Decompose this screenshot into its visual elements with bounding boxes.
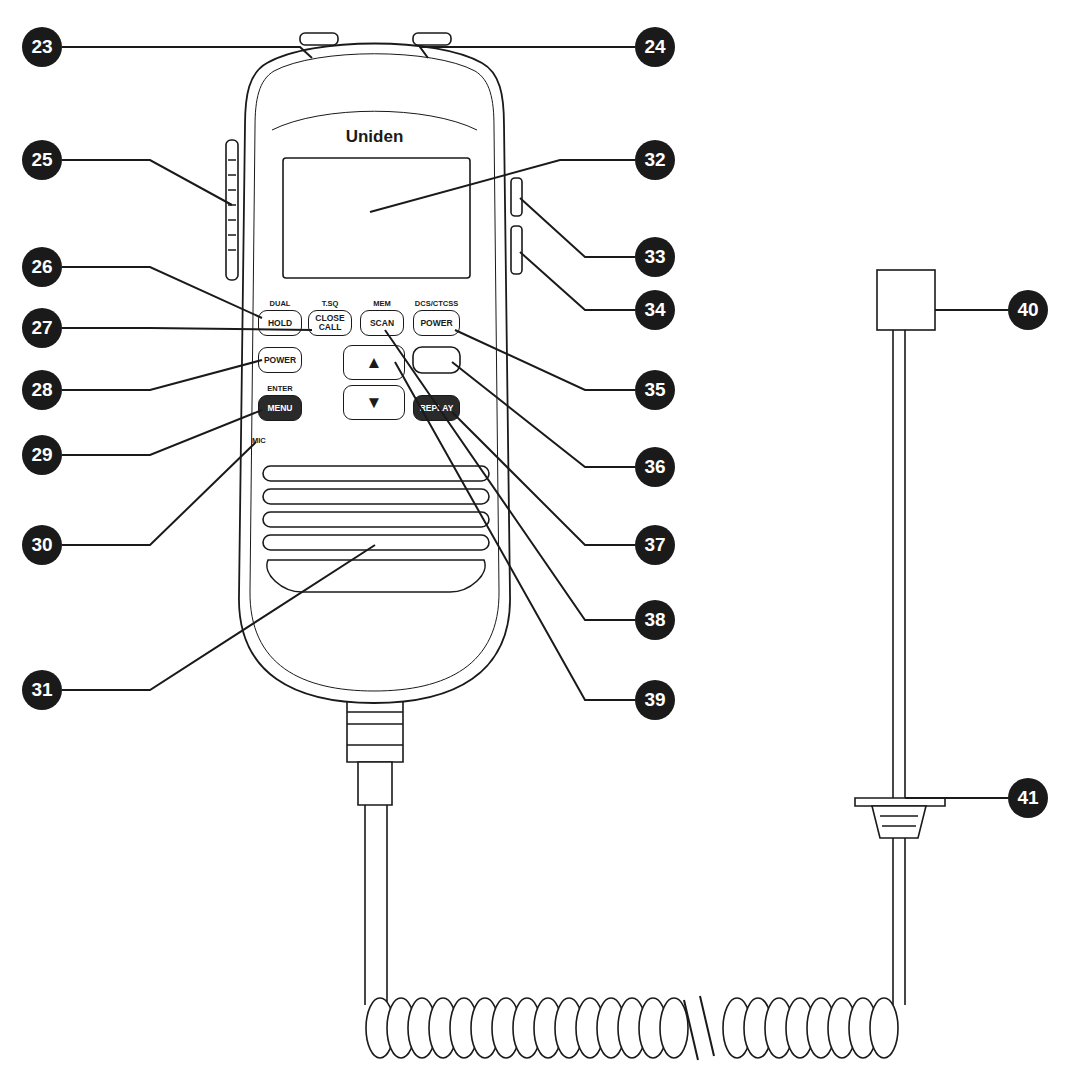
callout-number: 40	[1008, 290, 1048, 330]
leader-line	[905, 797, 1008, 799]
handset-button: ▼	[343, 385, 405, 420]
leader-line	[62, 47, 312, 58]
brand-name: Uniden	[232, 127, 517, 147]
handset-button: T.SQCLOSE CALL	[308, 310, 352, 336]
callout-number: 26	[22, 247, 62, 287]
handset-bevel	[250, 54, 499, 691]
callout-number: 27	[22, 308, 62, 348]
top-button	[300, 33, 338, 45]
handset-button: DCS/CTCSSPOWER	[413, 310, 460, 336]
cord-collar	[347, 695, 403, 762]
strain-relief-flange	[855, 798, 945, 806]
callout-number: 28	[22, 370, 62, 410]
handset-button: MEMSCAN	[360, 310, 404, 336]
callout-number: 38	[635, 600, 675, 640]
function-label: T.SQ	[303, 299, 357, 308]
leader-line	[62, 47, 1008, 798]
button-label: POWER	[414, 311, 459, 335]
callout-number: 41	[1008, 778, 1048, 818]
button-label: REPLAY	[414, 396, 459, 420]
cord	[893, 330, 905, 1005]
button-label: ▲	[344, 346, 404, 379]
callout-number: 33	[635, 237, 675, 277]
leader-line	[62, 410, 262, 455]
callout-number: 29	[22, 435, 62, 475]
callout-number: 32	[635, 140, 675, 180]
leader-line	[520, 198, 635, 257]
callout-number: 37	[635, 525, 675, 565]
callout-number: 39	[635, 680, 675, 720]
handset-body: DUALHOLDT.SQCLOSE CALLMEMSCANDCS/CTCSSPO…	[232, 35, 517, 705]
side-button	[511, 226, 522, 274]
coiled-cord	[366, 996, 898, 1060]
function-label: ENTER	[253, 384, 307, 393]
cord-loop	[870, 998, 898, 1058]
button-label: POWER	[259, 348, 301, 372]
callout-number: 30	[22, 525, 62, 565]
handset-button: POWER	[258, 347, 302, 373]
button-label: CLOSE CALL	[309, 311, 351, 335]
leader-line	[520, 252, 635, 310]
connector-plug	[877, 270, 935, 330]
callout-number: 24	[635, 27, 675, 67]
mic-label: MIC	[252, 436, 266, 445]
side-button	[511, 178, 522, 216]
callout-number: 34	[635, 290, 675, 330]
ptt-button	[226, 140, 238, 280]
handset-button: ENTERMENU	[258, 395, 302, 421]
function-label: DCS/CTCSS	[408, 299, 465, 308]
function-label: DUAL	[253, 299, 307, 308]
cord-loop	[660, 998, 688, 1058]
button-label: ▼	[344, 386, 404, 419]
strain-relief	[872, 806, 926, 838]
cord-boot	[358, 762, 392, 805]
callout-number: 23	[22, 27, 62, 67]
leader-line	[62, 360, 262, 390]
callout-number: 35	[635, 370, 675, 410]
callout-number: 31	[22, 670, 62, 710]
button-label: MENU	[259, 396, 301, 420]
collar-ridge	[347, 712, 403, 745]
handset-button: ▲	[343, 345, 405, 380]
strain-relief-ridge	[880, 816, 918, 826]
callout-number: 25	[22, 140, 62, 180]
leader-line	[62, 160, 232, 205]
handset-button: DUALHOLD	[258, 310, 302, 336]
leader-line	[935, 309, 1008, 311]
callout-number: 36	[635, 447, 675, 487]
leader-line	[62, 267, 262, 318]
button-label: HOLD	[259, 311, 301, 335]
top-button	[413, 33, 451, 45]
break-mark	[684, 996, 714, 1060]
function-label: MEM	[355, 299, 409, 308]
leader-line	[62, 442, 256, 545]
button-label: SCAN	[361, 311, 403, 335]
cord	[365, 805, 387, 1005]
ptt-ridge	[228, 160, 236, 250]
handset-button: REPLAY	[413, 395, 460, 421]
